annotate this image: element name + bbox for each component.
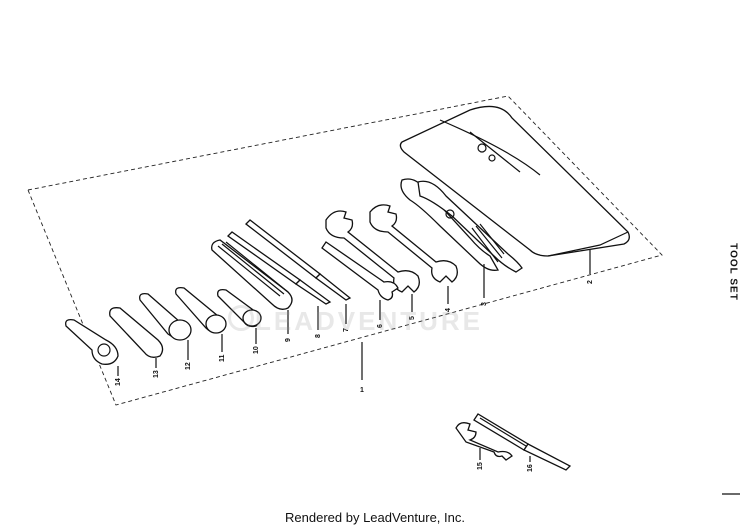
part-socket-12[interactable] (139, 292, 192, 341)
callout-4: 4 (445, 308, 452, 312)
part-box-wrench[interactable] (65, 318, 119, 365)
callout-3: 3 (481, 302, 488, 306)
part-screwdriver-phillips[interactable] (226, 231, 332, 305)
part-wrench-medium[interactable] (325, 210, 420, 293)
callout-5: 5 (409, 316, 416, 320)
callout-8: 8 (315, 334, 322, 338)
footer-credit: Rendered by LeadVenture, Inc. (285, 510, 465, 525)
part-socket-11[interactable] (175, 286, 227, 334)
part-tool-bag[interactable] (399, 105, 630, 257)
part-pliers[interactable] (400, 178, 523, 273)
callout-13: 13 (153, 370, 160, 378)
watermark-logo-icon (228, 305, 254, 331)
callout-9: 9 (285, 338, 292, 342)
callout-12: 12 (185, 362, 192, 370)
callout-6: 6 (377, 324, 384, 328)
callout-14: 14 (115, 378, 122, 386)
callout-11: 11 (219, 354, 226, 362)
callout-10: 10 (253, 346, 260, 354)
part-wrench-large[interactable] (369, 204, 458, 283)
callout-2: 2 (587, 280, 594, 284)
callout-15: 15 (477, 462, 484, 470)
part-small-wrench[interactable] (455, 422, 513, 461)
part-screwdriver-handle[interactable] (211, 239, 293, 310)
part-screwdriver-flat[interactable] (245, 219, 352, 301)
callout-7: 7 (343, 328, 350, 332)
part-socket-13[interactable] (109, 307, 164, 358)
side-title: TOOL SET (727, 243, 739, 301)
leader-lines (117, 250, 740, 495)
callout-16: 16 (527, 464, 534, 472)
callout-1: 1 (360, 387, 364, 394)
part-open-wrench[interactable] (321, 241, 399, 301)
watermark: LEADVENTURE (255, 306, 484, 336)
part-file[interactable] (473, 413, 572, 471)
